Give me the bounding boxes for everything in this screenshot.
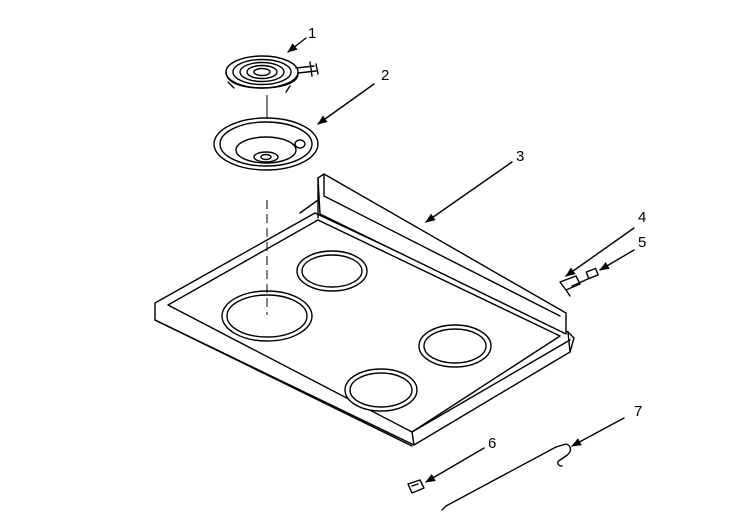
callout-5: 5 [638, 234, 646, 251]
drip-bowl [213, 117, 319, 171]
support-rod [441, 443, 572, 511]
clip-and-screw [559, 267, 599, 297]
cooktop [154, 173, 575, 447]
burner-opening-right-front [344, 368, 418, 412]
callout-labels: 1 2 3 4 5 6 7 [308, 25, 646, 452]
burner-opening-left-rear [296, 250, 368, 292]
hinge-bracket [407, 479, 425, 494]
callout-6: 6 [488, 435, 496, 452]
burner-opening-left-front [221, 290, 313, 342]
callout-7: 7 [634, 403, 642, 420]
callout-4: 4 [638, 209, 646, 226]
burner-opening-right-rear [418, 324, 492, 368]
surface-element [225, 55, 319, 93]
callout-1: 1 [308, 25, 316, 42]
callout-3: 3 [516, 148, 524, 165]
callout-2: 2 [381, 67, 389, 84]
leader-lines [287, 37, 635, 483]
